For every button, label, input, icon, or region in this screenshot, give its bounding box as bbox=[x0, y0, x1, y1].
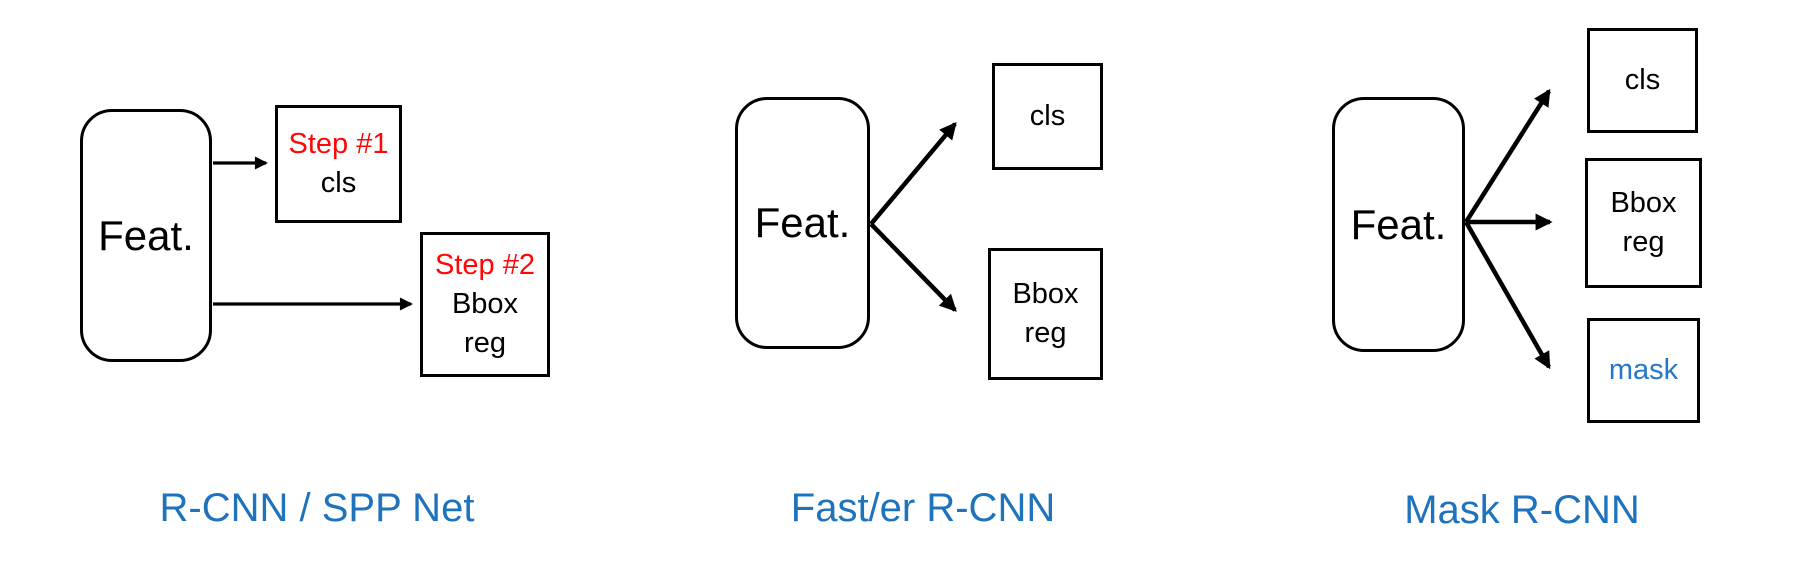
arrow-feat-to-bboxreg-icon bbox=[869, 222, 957, 312]
step2-label: Step #2 bbox=[435, 249, 535, 281]
bbox-label: Bbox bbox=[1610, 187, 1677, 219]
diagram-caption-rcnn-spp: R-CNN / SPP Net bbox=[159, 486, 475, 530]
feat-box: Feat. bbox=[1332, 97, 1465, 352]
mask-label: mask bbox=[1608, 354, 1679, 386]
cls-label: cls bbox=[320, 167, 357, 199]
feat-label: Feat. bbox=[754, 199, 851, 246]
bbox-reg-box: Bbox reg bbox=[988, 248, 1103, 380]
cls-box: cls bbox=[992, 63, 1103, 170]
feat-label: Feat. bbox=[1350, 200, 1447, 248]
bbox-label: Bbox bbox=[1012, 278, 1079, 310]
arrow-feat-to-cls-icon bbox=[1464, 88, 1551, 224]
reg-label: reg bbox=[1024, 317, 1067, 349]
step1-label: Step #1 bbox=[288, 128, 389, 160]
arrow-feat-to-mask-icon bbox=[1464, 220, 1551, 370]
diagram-caption-faster-rcnn: Fast/er R-CNN bbox=[790, 486, 1056, 530]
cls-label: cls bbox=[1029, 100, 1066, 132]
feat-label: Feat. bbox=[98, 211, 194, 259]
arrow-feat-to-cls-icon bbox=[869, 122, 957, 226]
step2-bbox-reg-box: Step #2 Bbox reg bbox=[420, 232, 550, 377]
mask-box: mask bbox=[1587, 318, 1700, 423]
bbox-label: Bbox bbox=[451, 288, 519, 320]
cls-box: cls bbox=[1587, 28, 1698, 133]
feat-box: Feat. bbox=[80, 109, 212, 362]
bbox-reg-box: Bbox reg bbox=[1585, 158, 1702, 288]
step1-cls-box: Step #1 cls bbox=[275, 105, 402, 223]
diagram-caption-mask-rcnn: Mask R-CNN bbox=[1404, 488, 1640, 532]
feat-box: Feat. bbox=[735, 97, 870, 349]
reg-label: reg bbox=[464, 327, 506, 359]
reg-label: reg bbox=[1622, 226, 1665, 258]
cls-label: cls bbox=[1624, 64, 1661, 96]
